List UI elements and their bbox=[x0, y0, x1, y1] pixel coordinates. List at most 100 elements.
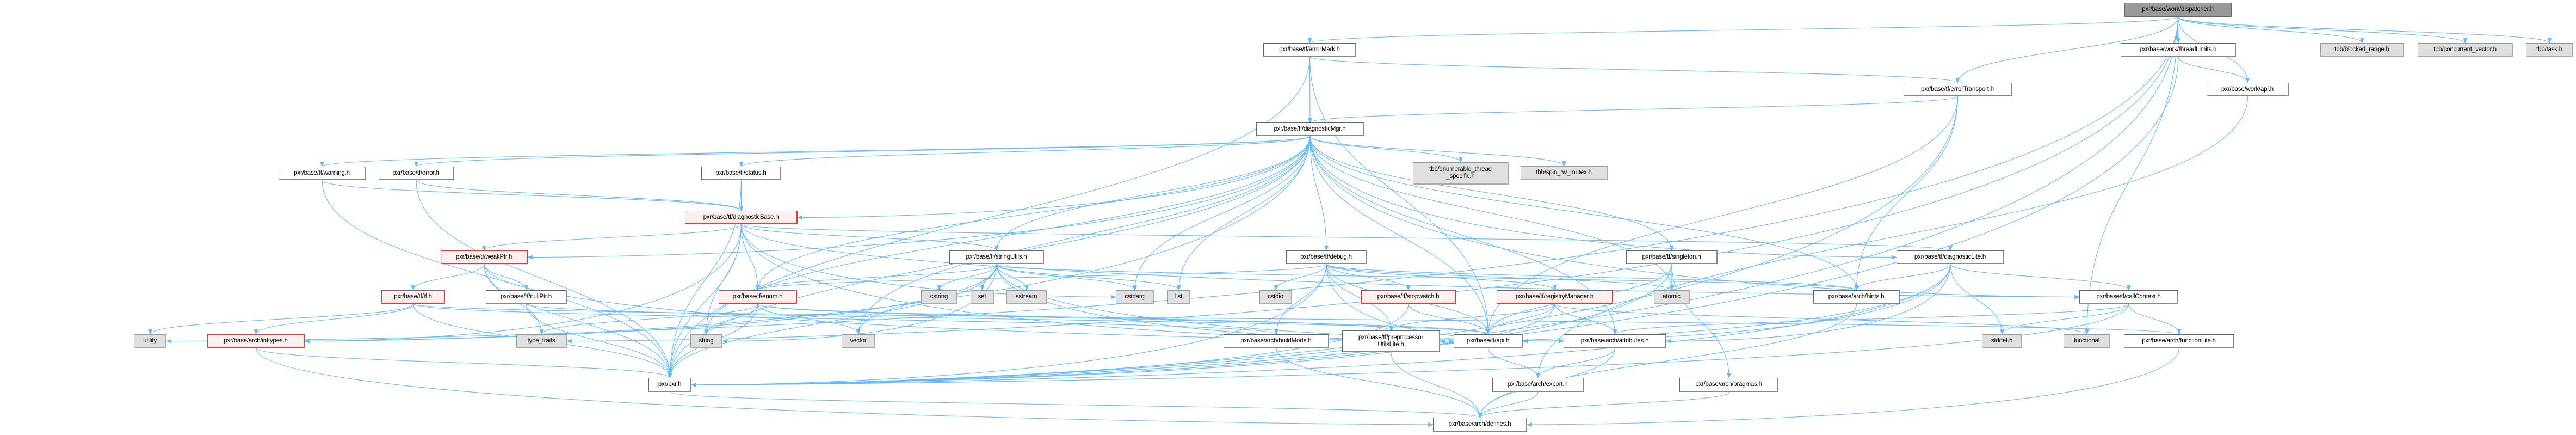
edge-buildMode-to-defines bbox=[1276, 347, 1482, 418]
node-call-context[interactable]: pxr/base/tf/callContext.h bbox=[2079, 290, 2178, 304]
node-error[interactable]: pxr/base/tf/error.h bbox=[379, 167, 454, 180]
edge-diagnosticMgr-to-callContext bbox=[1309, 136, 2080, 299]
node-registry-manager[interactable]: pxr/base/tf/registryManager.h bbox=[1497, 290, 1613, 304]
node-stopwatch[interactable]: pxr/base/tf/stopwatch.h bbox=[1361, 290, 1456, 304]
node-conc-vector[interactable]: tbb/concurrent_vector.h bbox=[2418, 43, 2513, 57]
edge-diagnosticBase-to-diagnosticLite bbox=[740, 224, 1953, 251]
node-cstring[interactable]: cstring bbox=[921, 290, 957, 304]
node-task[interactable]: tbb/task.h bbox=[2526, 43, 2573, 57]
edge-debug-to-cstdio bbox=[1274, 264, 1327, 291]
node-pxr[interactable]: pxr/pxr.h bbox=[648, 378, 691, 392]
edge-weakPtr-to-tfApi bbox=[484, 264, 1454, 344]
edge-attributes-to-export bbox=[1536, 347, 1616, 378]
node-stddef[interactable]: stddef.h bbox=[1982, 334, 2022, 348]
node-defines[interactable]: pxr/base/arch/defines.h bbox=[1433, 418, 1527, 432]
edge-diagnosticMgr-to-hints bbox=[1309, 136, 1859, 291]
node-set[interactable]: set bbox=[971, 290, 994, 304]
edge-diagnosticMgr-to-error bbox=[414, 136, 1311, 167]
edge-errorTransport-to-diagnosticMgr bbox=[1308, 96, 1959, 123]
node-diagnostic-mgr[interactable]: pxr/base/tf/diagnosticMgr.h bbox=[1256, 122, 1364, 136]
edge-diagnosticLite-to-stddef bbox=[1950, 264, 2004, 335]
node-type-traits[interactable]: type_traits bbox=[516, 334, 567, 348]
edge-diagnosticBase-to-enum bbox=[740, 224, 760, 291]
node-enum[interactable]: pxr/base/tf/enum.h bbox=[719, 290, 797, 304]
node-atomic[interactable]: atomic bbox=[1654, 290, 1690, 304]
node-hints[interactable]: pxr/base/arch/hints.h bbox=[1813, 290, 1900, 304]
edge-diagnosticBase-to-stringUtils bbox=[740, 224, 999, 251]
edge-diagnosticLite-to-hints bbox=[1854, 264, 1951, 291]
edge-diagnosticMgr-to-diagnosticBase bbox=[797, 136, 1311, 220]
edge-dispatcher-to-utility bbox=[166, 16, 2179, 344]
edge-inttypes-to-defines bbox=[255, 347, 1434, 427]
node-string-utils[interactable]: pxr/base/tf/stringUtils.h bbox=[949, 250, 1044, 264]
node-sstream[interactable]: sstream bbox=[1006, 290, 1047, 304]
edge-workApi-to-export bbox=[1536, 96, 2248, 378]
node-diagnostic-base[interactable]: pxr/base/tf/diagnosticBase.h bbox=[685, 211, 798, 224]
node-status[interactable]: pxr/base/tf/status.h bbox=[701, 167, 781, 180]
edge-stringUtils-to-inttypes bbox=[304, 264, 997, 344]
node-diagnostic-lite[interactable]: pxr/base/tf/diagnosticLite.h bbox=[1897, 250, 2004, 264]
edge-warning-to-pxr bbox=[322, 180, 672, 378]
edge-diagnosticBase-to-tfApi bbox=[740, 224, 1454, 344]
node-weak-ptr[interactable]: pxr/base/tf/weakPtr.h bbox=[441, 250, 528, 264]
node-inttypes[interactable]: pxr/base/arch/inttypes.h bbox=[207, 334, 305, 348]
node-attributes[interactable]: pxr/base/arch/attributes.h bbox=[1564, 334, 1666, 348]
node-null-ptr[interactable]: pxr/base/tf/nullPtr.h bbox=[486, 290, 567, 304]
node-cstdio[interactable]: cstdio bbox=[1259, 290, 1292, 304]
edge-export-to-defines bbox=[1478, 391, 1539, 418]
edge-registryManager-to-tfApi bbox=[1486, 303, 1555, 335]
node-warning[interactable]: pxr/base/tf/warning.h bbox=[279, 167, 366, 180]
edge-diagnosticMgr-to-string bbox=[704, 136, 1311, 335]
node-pp-utils-lite[interactable]: pxr/base/tf/preprocessor UtilsLite.h bbox=[1342, 330, 1440, 352]
edge-stringUtils-to-cstring bbox=[937, 264, 997, 291]
node-string[interactable]: string bbox=[690, 334, 722, 348]
node-work-api[interactable]: pxr/base/work/api.h bbox=[2207, 83, 2289, 96]
edge-stringUtils-to-string bbox=[722, 264, 997, 344]
edge-diagnosticMgr-to-stringUtils bbox=[994, 136, 1311, 251]
edge-enum-to-typeTraits bbox=[539, 303, 758, 335]
node-singleton[interactable]: pxr/base/tf/singleton.h bbox=[1626, 250, 1718, 264]
edge-status-to-pxr bbox=[668, 180, 742, 378]
node-build-mode[interactable]: pxr/base/arch/buildMode.h bbox=[1224, 334, 1329, 348]
edge-errorTransport-to-hints bbox=[1854, 96, 1959, 291]
edge-tfApi-to-export bbox=[1487, 347, 1540, 378]
node-dispatcher[interactable]: pxr/base/work/dispatcher.h bbox=[2124, 3, 2232, 17]
edge-diagnosticBase-to-cstdarg bbox=[740, 224, 1116, 299]
node-thread-limits[interactable]: pxr/base/work/threadLimits.h bbox=[2121, 43, 2236, 57]
node-pragmas[interactable]: pxr/base/arch/pragmas.h bbox=[1679, 378, 1778, 392]
edge-singleton-to-pragmas bbox=[1671, 264, 1731, 378]
node-error-mark[interactable]: pxr/base/tf/errorMark.h bbox=[1263, 43, 1356, 57]
edge-diagnosticMgr-to-spinMutex bbox=[1309, 136, 1566, 167]
node-debug[interactable]: pxr/base/tf/debug.h bbox=[1286, 250, 1367, 264]
node-blocked-range[interactable]: tbb/blocked_range.h bbox=[2320, 43, 2404, 57]
edge-inttypes-to-pxr bbox=[255, 347, 672, 378]
node-vector[interactable]: vector bbox=[842, 334, 875, 348]
edge-diagnosticMgr-to-cstdarg bbox=[1133, 136, 1311, 291]
node-tf-api[interactable]: pxr/base/tf/api.h bbox=[1454, 334, 1523, 348]
node-spin-mutex[interactable]: tbb/spin_rw_mutex.h bbox=[1521, 166, 1608, 180]
edge-weakPtr-to-nullPtr bbox=[484, 264, 529, 291]
node-utility[interactable]: utility bbox=[134, 334, 166, 348]
edge-diagnosticBase-to-inttypes bbox=[304, 224, 742, 344]
node-enum-t-s[interactable]: tbb/enumerable_thread _specific.h bbox=[1413, 162, 1509, 185]
node-export[interactable]: pxr/base/arch/export.h bbox=[1492, 378, 1584, 392]
node-list[interactable]: list bbox=[1167, 290, 1190, 304]
edge-enum-to-string bbox=[704, 303, 758, 335]
edge-diagnosticLite-to-callContext bbox=[1950, 264, 2131, 291]
node-error-transport[interactable]: pxr/base/tf/errorTransport.h bbox=[1904, 83, 2012, 96]
node-functional[interactable]: functional bbox=[2064, 334, 2110, 348]
edge-tf-to-functionLite bbox=[412, 303, 2181, 335]
edge-callContext-to-pxr bbox=[691, 303, 2129, 387]
edge-stringUtils-to-enum bbox=[756, 264, 997, 291]
edge-stringUtils-to-cstdarg bbox=[996, 264, 1137, 291]
node-function-lite[interactable]: pxr/base/arch/functionLite.h bbox=[2124, 334, 2234, 348]
edge-diagnosticMgr-to-debug bbox=[1309, 136, 1329, 251]
node-tf[interactable]: pxr/base/tf/tf.h bbox=[381, 290, 445, 304]
edge-tf-to-utility bbox=[148, 303, 414, 335]
edge-debug-to-hints bbox=[1326, 264, 1859, 291]
edge-stringUtils-to-sstream bbox=[996, 264, 1029, 291]
node-cstdarg[interactable]: cstdarg bbox=[1116, 290, 1154, 304]
edge-nullPtr-to-tfApi bbox=[526, 303, 1490, 335]
edge-warning-to-diagnosticBase bbox=[322, 180, 744, 211]
edge-diagnosticMgr-to-enum bbox=[756, 136, 1311, 291]
